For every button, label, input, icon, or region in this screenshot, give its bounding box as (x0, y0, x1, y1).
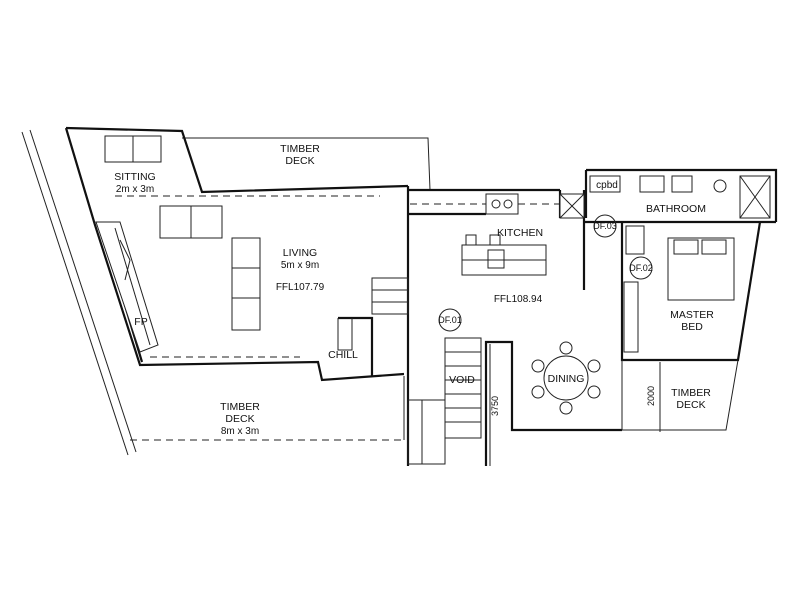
fireplace (95, 221, 159, 353)
living-sofa-side (231, 237, 261, 331)
timber-deck-top-line2: DECK (285, 155, 314, 167)
timber-deck-right-outline (621, 359, 739, 431)
living-ffl: FFL107.79 (276, 282, 325, 293)
sitting-label: SITTING (114, 171, 155, 183)
svg-text:DF.02: DF.02 (629, 263, 653, 273)
cpbd-label: cpbd (596, 180, 618, 191)
df03-marker: DF.03 (593, 214, 617, 238)
kitchen-fittings (461, 193, 585, 276)
svg-text:3750: 3750 (490, 396, 500, 416)
dining-table (531, 341, 601, 415)
master-bed-line2: BED (681, 321, 703, 333)
timber-deck-right-line2: DECK (676, 399, 705, 411)
timber-deck-right-line1: TIMBER (671, 387, 711, 399)
dining-label: DINING (548, 373, 585, 385)
kitchen-label: KITCHEN (497, 227, 543, 239)
master-bed-walls (620, 221, 762, 362)
df02-marker: DF.02 (629, 256, 653, 280)
timber-deck-bottom-line2: DECK (225, 413, 254, 425)
bathroom-label: BATHROOM (646, 203, 706, 215)
timber-deck-top-line1: TIMBER (280, 143, 320, 155)
dimension-2000: 2000 (646, 362, 661, 432)
living-stair (371, 277, 409, 315)
svg-text:DF.01: DF.01 (438, 315, 462, 325)
chill-label: CHILL (328, 349, 358, 361)
chill-wall (337, 316, 374, 376)
living-sofa-top (159, 205, 223, 239)
fp-label: FP (134, 316, 147, 328)
bathroom-walls (584, 168, 778, 224)
void-stair (407, 337, 482, 465)
svg-text:2000: 2000 (646, 386, 656, 406)
timber-deck-bottom-outline (130, 376, 405, 441)
dimension-3750: 3750 (489, 344, 500, 466)
sitting-sofa (104, 135, 162, 163)
timber-deck-bottom-line1: TIMBER (220, 401, 260, 413)
df01-marker: DF.01 (438, 308, 462, 332)
timber-deck-top-outline (182, 137, 431, 191)
living-size: 5m x 9m (281, 260, 319, 271)
master-bed-line1: MASTER (670, 309, 714, 321)
timber-deck-bottom-size: 8m x 3m (221, 426, 259, 437)
svg-text:DF.03: DF.03 (593, 221, 617, 231)
kitchen-stools (465, 234, 501, 245)
site-boundary (21, 129, 137, 456)
ffl-main-label: FFL108.94 (494, 294, 543, 305)
void-label: VOID (449, 374, 475, 386)
sitting-size: 2m x 3m (116, 184, 154, 195)
living-label: LIVING (283, 247, 317, 259)
